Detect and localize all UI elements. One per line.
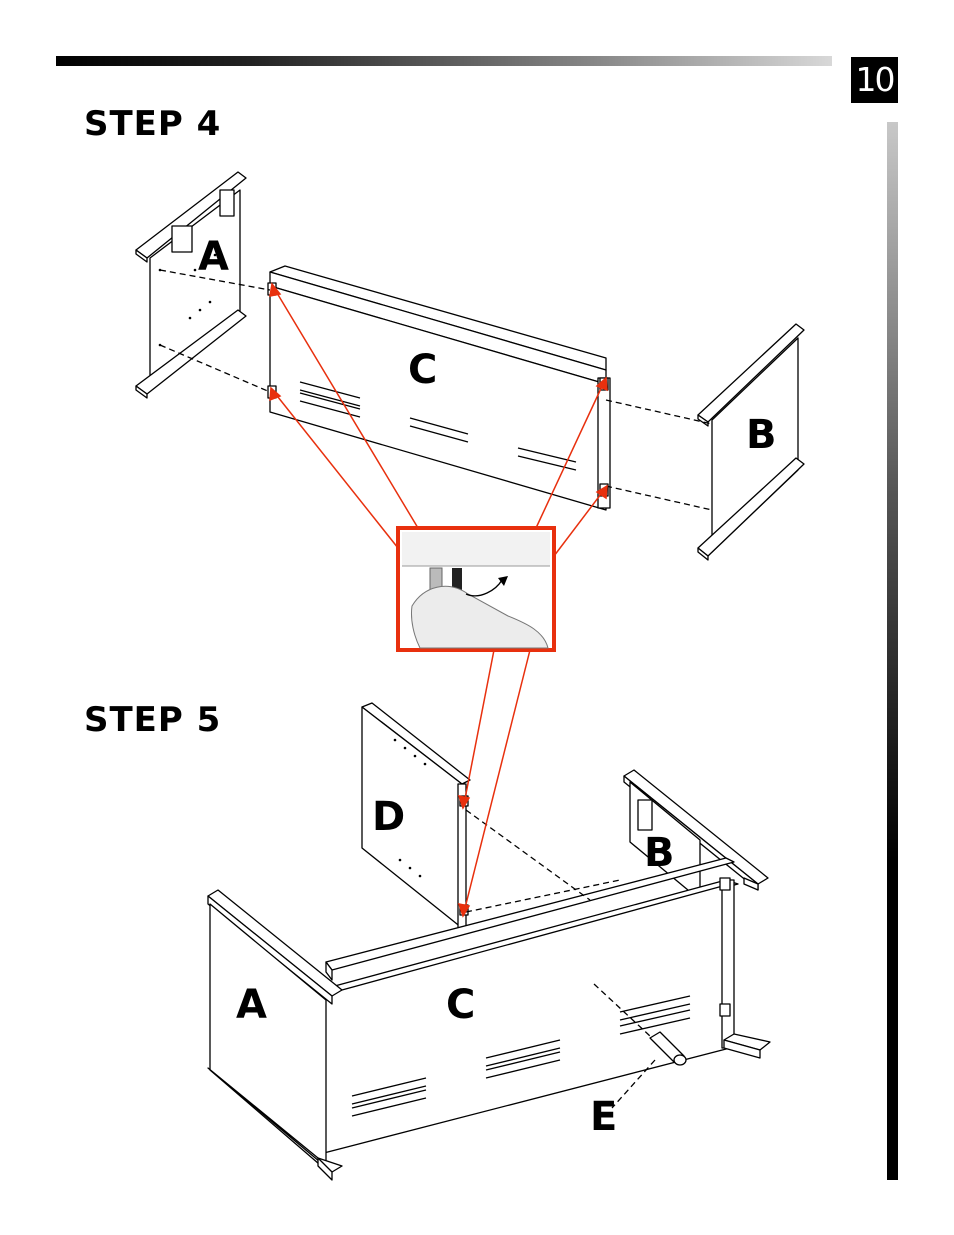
step4-label-b: B	[746, 412, 777, 458]
step4-panel-a	[136, 172, 246, 398]
step5-panel-c	[320, 878, 770, 1154]
step4-label-a: A	[198, 234, 229, 280]
step5-label-e: E	[590, 1094, 617, 1140]
step5-label-b: B	[644, 830, 675, 876]
step4-panel-c	[268, 266, 610, 510]
clip-detail-callout	[398, 528, 554, 650]
step5-label-d: D	[372, 794, 405, 840]
step4-label-c: C	[408, 347, 437, 393]
step5-label-a: A	[236, 982, 267, 1028]
step5-label-c: C	[446, 982, 475, 1028]
step5-panel-a	[208, 890, 342, 1180]
